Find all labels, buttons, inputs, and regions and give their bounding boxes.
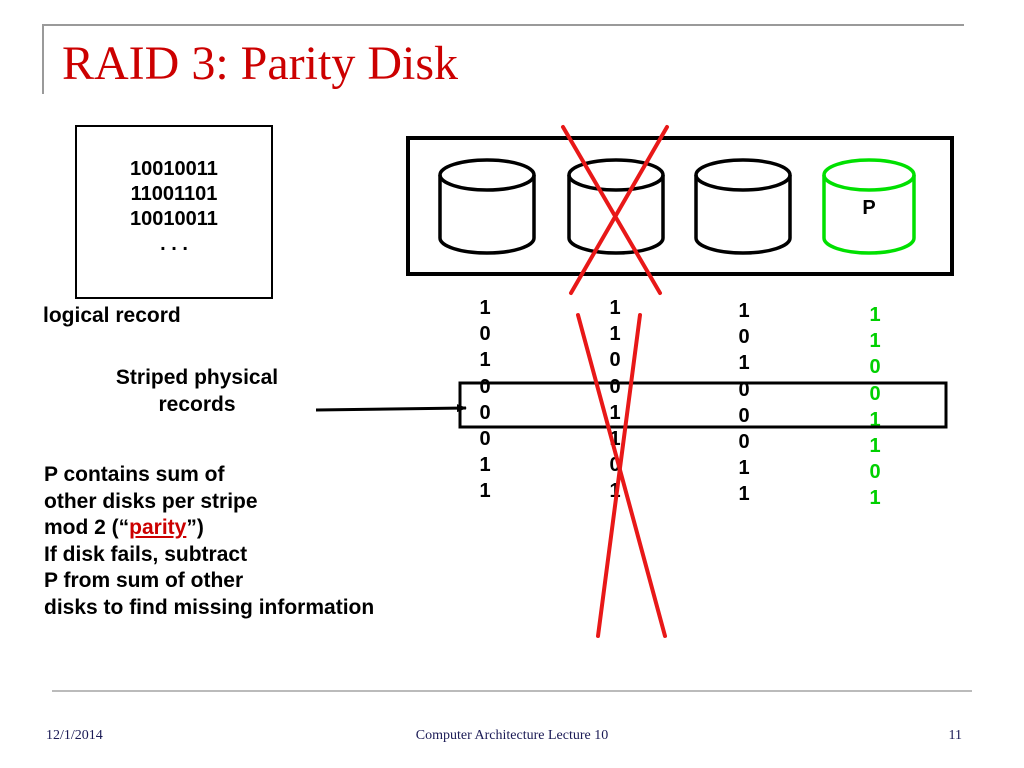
bit: 1 — [869, 408, 881, 431]
bit: 1 — [738, 457, 750, 480]
failed-disk-cross-mark — [561, 125, 669, 295]
record-line: 10010011 — [130, 158, 218, 180]
bit: 1 — [479, 297, 491, 319]
slide-title: RAID 3: Parity Disk — [62, 37, 458, 90]
record-line-ellipsis: . . . — [160, 233, 188, 255]
description-line: P from sum of other — [44, 569, 244, 592]
description-line: If disk fails, subtract — [44, 542, 248, 566]
disk-2-icon — [567, 158, 665, 255]
bit: 1 — [609, 323, 621, 346]
striped-records-caption: Striped physical records — [80, 364, 314, 418]
footer-rule — [52, 690, 972, 692]
parity-description: P contains sum of other disks per stripe… — [44, 462, 374, 621]
bit: 0 — [738, 430, 750, 453]
title-frame-left-rule — [42, 24, 44, 94]
bit: 0 — [738, 378, 750, 401]
bit: 1 — [869, 304, 881, 326]
stripe-highlight-box — [458, 381, 948, 429]
parity-disk-icon — [822, 158, 916, 255]
logical-record-contents: 10010011 11001101 10010011 . . . — [75, 157, 273, 257]
bit: 1 — [609, 297, 621, 319]
bit: 0 — [738, 326, 750, 349]
slide-number: 11 — [948, 728, 962, 743]
parity-disk-bit-column: 1 1 0 0 1 1 0 1 — [860, 302, 890, 512]
bit: 1 — [738, 483, 750, 506]
striped-caption-line: records — [158, 393, 236, 416]
description-line: P contains sum of — [44, 463, 225, 486]
failed-column-cross-mark — [576, 313, 667, 638]
bit: 0 — [479, 401, 491, 424]
disk-3-bit-column: 1 0 1 0 0 0 1 1 — [729, 298, 759, 508]
bit: 1 — [479, 454, 491, 477]
footer-title: Computer Architecture Lecture 10 — [415, 728, 609, 743]
footer-date: 12/1/2014 — [46, 728, 103, 743]
bit: 1 — [609, 427, 621, 450]
disk-1-icon — [438, 158, 536, 255]
bit: 0 — [869, 461, 881, 484]
record-line: 10010011 — [130, 208, 218, 230]
disk-1-bit-column: 1 0 1 0 0 0 1 1 — [470, 295, 500, 505]
logical-record-box — [75, 125, 273, 299]
disk-3-icon — [694, 158, 792, 255]
bit: 0 — [738, 404, 750, 427]
bit: 1 — [869, 487, 881, 510]
logical-record-caption: logical record — [43, 304, 181, 327]
bit: 0 — [479, 427, 491, 450]
bit: 0 — [479, 375, 491, 398]
bit: 0 — [479, 323, 491, 346]
description-line: disks to find missing information — [44, 595, 375, 619]
parity-disk-label: P — [862, 197, 875, 219]
record-line: 11001101 — [130, 183, 218, 205]
bit: 1 — [738, 300, 750, 322]
bit: 1 — [869, 330, 881, 353]
bit: 0 — [869, 356, 881, 379]
bit: 0 — [609, 454, 621, 477]
striped-caption-line: Striped physical — [115, 366, 279, 389]
bit: 0 — [869, 382, 881, 405]
title-frame-top-rule — [42, 24, 964, 26]
bit: 1 — [479, 480, 491, 503]
disk-array-enclosure — [406, 136, 954, 276]
bit: 0 — [609, 375, 621, 398]
bit: 1 — [479, 349, 491, 372]
description-text: ”) — [186, 516, 204, 539]
parity-link[interactable]: parity — [129, 516, 187, 539]
stripe-arrow — [315, 404, 467, 413]
bit: 1 — [738, 352, 750, 375]
bit: 1 — [609, 401, 621, 424]
description-text: mod 2 (“ — [44, 516, 130, 539]
description-line: other disks per stripe — [44, 489, 258, 513]
bit: 1 — [869, 434, 881, 457]
bit: 0 — [609, 349, 621, 372]
description-line: mod 2 (“parity”) — [44, 515, 374, 542]
